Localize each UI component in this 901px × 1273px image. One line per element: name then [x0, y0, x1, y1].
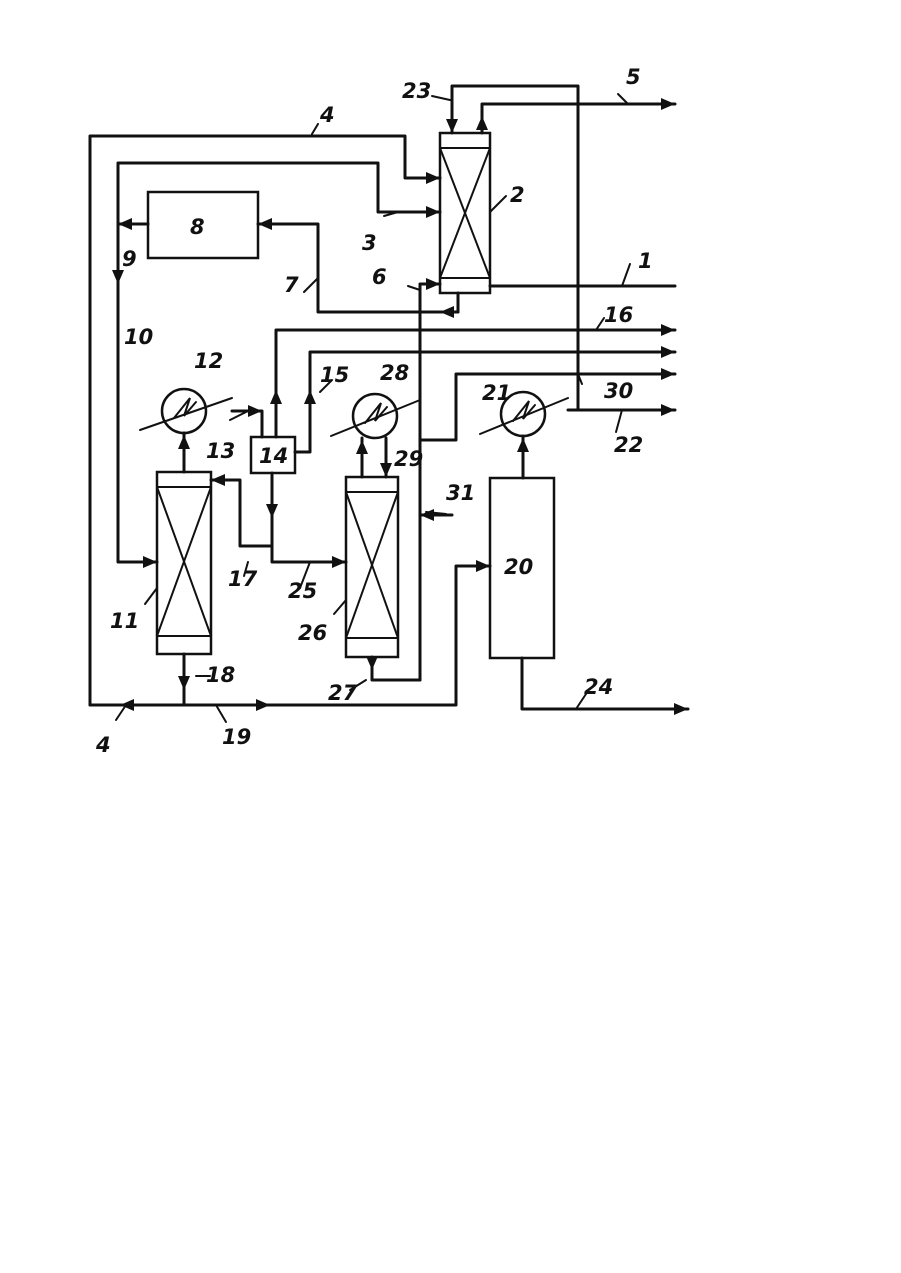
label-23: 23 — [402, 79, 431, 103]
label-22: 22 — [614, 433, 643, 457]
label-21: 21 — [482, 381, 511, 405]
label-27: 27 — [328, 681, 358, 705]
label-28: 28 — [380, 361, 409, 385]
label-10: 10 — [124, 325, 153, 349]
stream-25-line — [272, 473, 346, 562]
label-20: 20 — [504, 555, 533, 579]
label-12: 12 — [194, 349, 223, 373]
label-2: 2 — [510, 183, 525, 207]
label-4-bottom: 4 — [95, 733, 111, 757]
label-3: 3 — [362, 231, 377, 255]
stream-7-line — [258, 224, 458, 312]
label-17: 17 — [228, 567, 258, 591]
stream-13-line — [232, 411, 262, 437]
label-30: 30 — [604, 379, 633, 403]
label-9: 9 — [122, 247, 137, 271]
label-24: 24 — [584, 675, 613, 699]
label-8: 8 — [190, 215, 205, 239]
label-6: 6 — [372, 265, 387, 289]
column-11 — [157, 472, 211, 654]
label-4-top: 4 — [319, 103, 335, 127]
label-16: 16 — [604, 303, 633, 327]
stream-10-line — [118, 224, 157, 562]
label-25: 25 — [288, 579, 317, 603]
label-18: 18 — [206, 663, 235, 687]
label-1: 1 — [638, 249, 653, 273]
label-19: 19 — [222, 725, 251, 749]
label-14: 14 — [259, 444, 288, 468]
label-11: 11 — [110, 609, 139, 633]
label-15: 15 — [320, 363, 349, 387]
label-5: 5 — [626, 65, 641, 89]
reactor-2 — [440, 133, 490, 293]
stream-27-line — [372, 657, 420, 680]
label-13: 13 — [206, 439, 235, 463]
heat-exchanger-28 — [331, 394, 420, 438]
label-31: 31 — [446, 481, 475, 505]
label-7: 7 — [284, 273, 299, 297]
heat-exchanger-12 — [140, 389, 232, 433]
label-29: 29 — [394, 447, 423, 471]
stream-17-line — [211, 480, 272, 546]
column-26 — [346, 477, 398, 657]
label-26: 26 — [298, 621, 327, 645]
stream-6-line — [420, 284, 440, 680]
stream-23-line — [452, 86, 578, 133]
